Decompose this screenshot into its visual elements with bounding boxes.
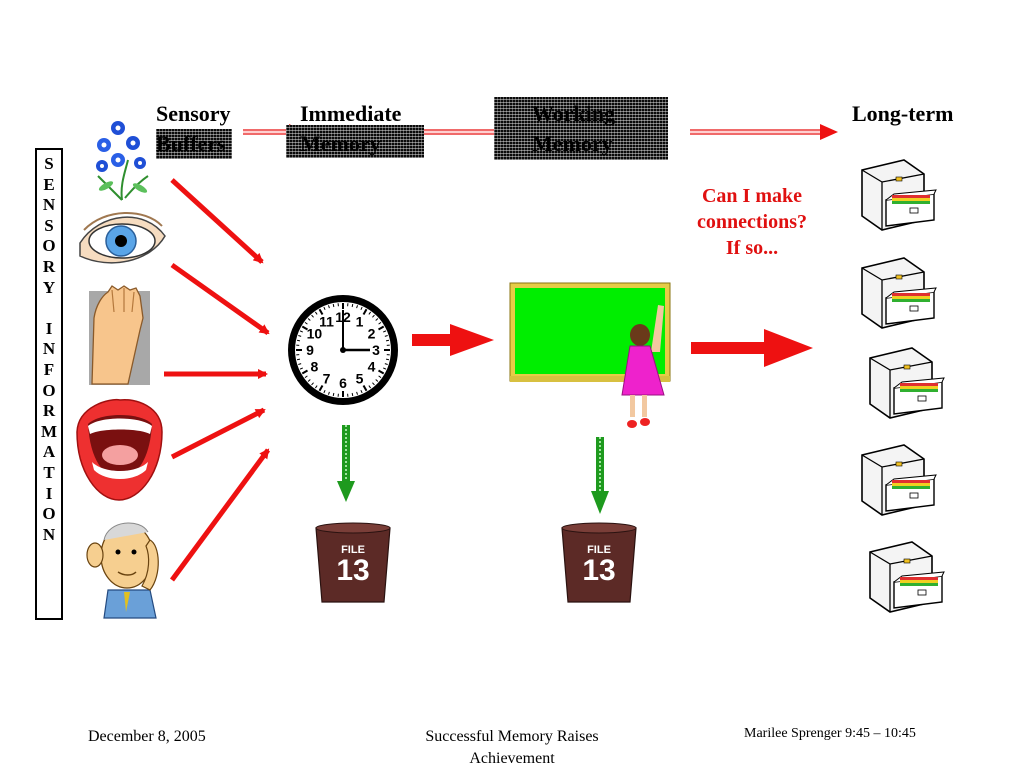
side-letter	[47, 298, 51, 319]
side-letter: Y	[43, 278, 55, 299]
side-letter: T	[43, 463, 54, 484]
side-letter: A	[43, 442, 55, 463]
arrow-mouth-to-clock	[172, 410, 264, 457]
side-letter: S	[44, 216, 53, 237]
arrow-ear-to-clock	[172, 450, 268, 580]
clock-number: 9	[306, 342, 314, 358]
flower-icon	[96, 121, 148, 200]
clock-icon: 121234567891011	[288, 295, 398, 405]
side-letter: N	[43, 195, 55, 216]
arrow-clock-to-board	[412, 324, 494, 356]
clock-number: 8	[311, 359, 319, 375]
clock-number: 2	[368, 326, 376, 342]
working-memory-label: Working Memory	[532, 99, 615, 159]
hand-icon	[89, 286, 150, 385]
trash-label-working: FILE 13	[564, 544, 634, 586]
side-letter: M	[41, 422, 57, 443]
top-arrow-3	[690, 124, 838, 140]
arrow-flower-to-clock	[172, 180, 262, 262]
arrow-eye-to-clock	[172, 265, 268, 333]
side-letter: R	[43, 401, 55, 422]
side-letter: I	[46, 484, 53, 505]
clock-number: 3	[372, 342, 380, 358]
file-cabinet-icon	[870, 348, 944, 418]
clock-number: 5	[356, 371, 364, 387]
side-letter: R	[43, 257, 55, 278]
question-text: Can I make connections? If so...	[670, 183, 834, 261]
side-letter: O	[42, 236, 55, 257]
side-letter: O	[42, 381, 55, 402]
green-arrow-working	[591, 437, 609, 514]
side-letter: N	[43, 525, 55, 546]
file-cabinet-icon	[862, 445, 936, 515]
sensory-buffers-label: Sensory Buffers	[156, 99, 232, 159]
file-cabinet-icon	[862, 258, 936, 328]
footer-date: December 8, 2005	[88, 726, 206, 748]
listening-man-icon	[87, 523, 158, 618]
green-arrow-immediate	[337, 425, 355, 502]
side-letter: I	[46, 319, 53, 340]
clock-number: 11	[319, 313, 334, 329]
file-cabinet-icon	[862, 160, 936, 230]
side-letter: S	[44, 154, 53, 175]
clock-number: 4	[368, 359, 376, 375]
side-letter: N	[43, 339, 55, 360]
side-letter: E	[43, 175, 54, 196]
side-letter: O	[42, 504, 55, 525]
footer-title: Successful Memory Raises Achievement	[382, 726, 642, 770]
arrow-board-to-cabinets	[691, 329, 813, 367]
clock-number: 7	[323, 371, 331, 387]
chalkboard-girl-icon	[510, 283, 670, 428]
clock-number: 6	[339, 375, 347, 391]
trash-label-immediate: FILE 13	[318, 544, 388, 586]
immediate-memory-label: Immediate Memory	[300, 99, 401, 159]
eye-icon	[80, 213, 165, 263]
side-letter: F	[44, 360, 54, 381]
clock-number: 1	[356, 313, 364, 329]
file-cabinet-icon	[870, 542, 944, 612]
footer-presenter: Marilee Sprenger 9:45 – 10:45	[744, 724, 916, 744]
mouth-icon	[77, 400, 162, 500]
long-term-label: Long-term	[852, 99, 953, 129]
